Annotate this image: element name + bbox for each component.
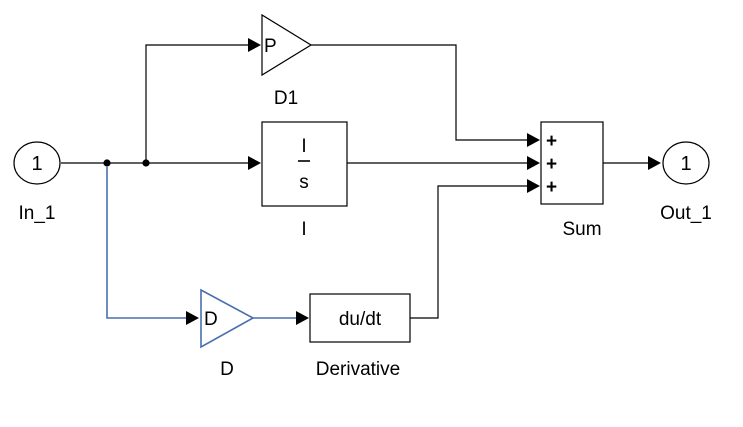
gain-p-symbol: P [264, 36, 277, 57]
integrator-numerator: I [301, 136, 306, 157]
gain-p-label: D1 [274, 88, 298, 109]
sum-sign-3: + [546, 177, 557, 198]
gain-d-block[interactable]: D [200, 288, 255, 349]
wire-branch-to-d[interactable] [106, 167, 186, 319]
wire-branch-to-p[interactable] [145, 44, 248, 163]
sum-sign-1: + [546, 131, 557, 152]
integrator-label: I [301, 219, 306, 240]
wire-derivative-to-sum[interactable] [410, 185, 528, 319]
arrowhead-sum-3 [527, 179, 540, 193]
outport-number: 1 [680, 153, 691, 175]
derivative-text: du/dt [339, 309, 382, 330]
gain-d-symbol: D [204, 309, 218, 330]
wire-p-to-sum[interactable] [311, 44, 528, 141]
sum-sign-2: + [546, 154, 557, 175]
gain-p-block[interactable]: P [261, 13, 313, 77]
inport-number: 1 [31, 153, 42, 175]
inport-block[interactable]: 1 [13, 141, 61, 185]
sum-block[interactable]: + + + [540, 121, 604, 205]
branch-point-1 [103, 159, 111, 167]
derivative-block[interactable]: du/dt [309, 293, 411, 343]
arrowhead-d [186, 311, 199, 325]
integrator-block[interactable]: I s [261, 121, 348, 207]
branch-point-2 [142, 159, 150, 167]
derivative-label: Derivative [316, 359, 400, 380]
arrowhead-out [648, 156, 661, 170]
integrator-denominator: s [299, 172, 309, 193]
arrowhead-integrator [248, 156, 261, 170]
inport-label: In_1 [19, 203, 56, 224]
arrowhead-sum-1 [527, 133, 540, 147]
arrowhead-derivative [296, 311, 309, 325]
outport-label: Out_1 [660, 203, 712, 224]
arrowhead-p [248, 38, 261, 52]
sum-label: Sum [562, 219, 601, 240]
arrowhead-sum-2 [527, 156, 540, 170]
gain-d-label: D [220, 359, 234, 380]
outport-block[interactable]: 1 [662, 141, 710, 185]
